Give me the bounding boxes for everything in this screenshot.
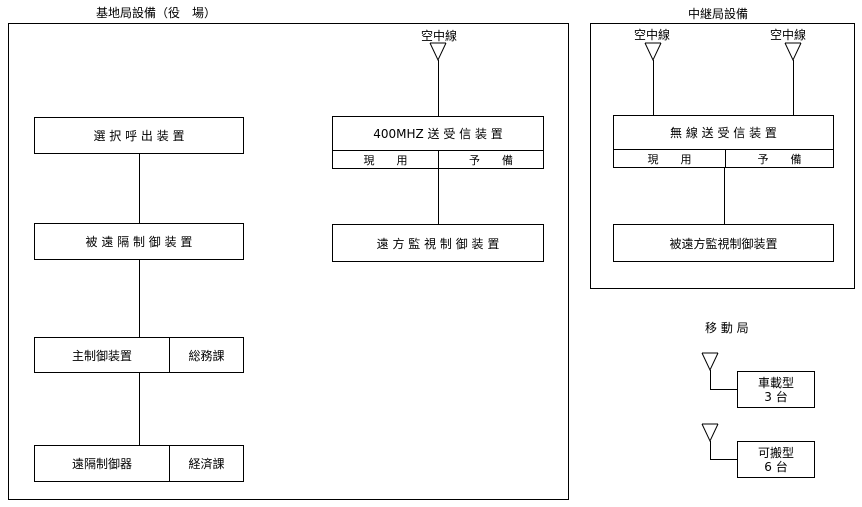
- remote-controlled-unit: 被 遠 隔 制 御 装 置: [34, 223, 244, 260]
- antenna-feed-line: [653, 60, 654, 116]
- antenna-feed-line: [710, 441, 711, 459]
- selective-call-label: 選 択 呼 出 装 置: [93, 129, 185, 143]
- relay-transceiver: 無 線 送 受 信 装 置 現 用 予 備: [613, 115, 834, 168]
- antenna-feed-line: [710, 389, 737, 390]
- cell-divider: [169, 446, 170, 481]
- selective-call-unit: 選 択 呼 出 装 置: [34, 117, 244, 154]
- row-divider: [614, 149, 833, 150]
- antenna-feed-line: [710, 459, 737, 460]
- active-label: 現 用: [363, 153, 408, 167]
- cell-divider: [169, 338, 170, 372]
- transceiver-400mhz-label: 400MHZ 送 受 信 装 置: [373, 127, 503, 141]
- relay-antenna-left-label: 空中線: [634, 28, 671, 42]
- relay-station-frame: [590, 23, 855, 289]
- main-control-unit: 主制御装置 総務課: [34, 337, 244, 373]
- connector-line: [724, 168, 725, 225]
- cell-divider: [725, 150, 726, 167]
- portable-count-label: 6 台: [764, 459, 788, 474]
- base-station-title: 基地局設備（役 場）: [96, 6, 217, 20]
- connector-line: [139, 154, 140, 224]
- relay-antenna-right-label: 空中線: [770, 28, 807, 42]
- remote-controller-label: 遠隔制御器: [71, 457, 132, 471]
- relay-remote-monitor-label: 被遠方監視制御装置: [669, 236, 778, 251]
- transceiver-400mhz: 400MHZ 送 受 信 装 置 現 用 予 備: [332, 116, 544, 169]
- remote-controller-dept: 経済課: [188, 457, 225, 471]
- remote-monitor-unit: 遠 方 監 視 制 御 装 置: [332, 224, 544, 262]
- main-control-dept: 総務課: [188, 348, 225, 363]
- connector-line: [438, 169, 439, 225]
- remote-controlled-label: 被 遠 隔 制 御 装 置: [85, 235, 193, 249]
- standby-label: 予 備: [469, 153, 513, 167]
- main-control-label: 主制御装置: [71, 348, 132, 363]
- relay-station-title: 中継局設備: [688, 7, 749, 21]
- active-label: 現 用: [647, 152, 692, 166]
- cell-divider: [438, 151, 439, 168]
- base-station-frame: [8, 23, 569, 500]
- connector-line: [139, 260, 140, 338]
- vehicle-mounted-unit: 車載型 3 台: [737, 371, 815, 408]
- standby-label: 予 備: [757, 152, 802, 166]
- remote-monitor-label: 遠 方 監 視 制 御 装 置: [376, 236, 500, 251]
- vehicle-type-label: 車載型: [757, 375, 794, 390]
- vehicle-count-label: 3 台: [764, 389, 788, 404]
- antenna-feed-line: [793, 60, 794, 116]
- mobile-station-title: 移 動 局: [705, 321, 749, 335]
- portable-unit: 可搬型 6 台: [737, 441, 815, 478]
- base-antenna-label: 空中線: [421, 29, 458, 43]
- antenna-feed-line: [710, 370, 711, 389]
- connector-line: [139, 373, 140, 446]
- portable-type-label: 可搬型: [757, 445, 794, 460]
- row-divider: [333, 150, 543, 151]
- relay-transceiver-label: 無 線 送 受 信 装 置: [670, 126, 777, 140]
- antenna-feed-line: [438, 60, 439, 117]
- remote-controller-unit: 遠隔制御器 経済課: [34, 445, 244, 482]
- relay-remote-monitor-unit: 被遠方監視制御装置: [613, 224, 834, 262]
